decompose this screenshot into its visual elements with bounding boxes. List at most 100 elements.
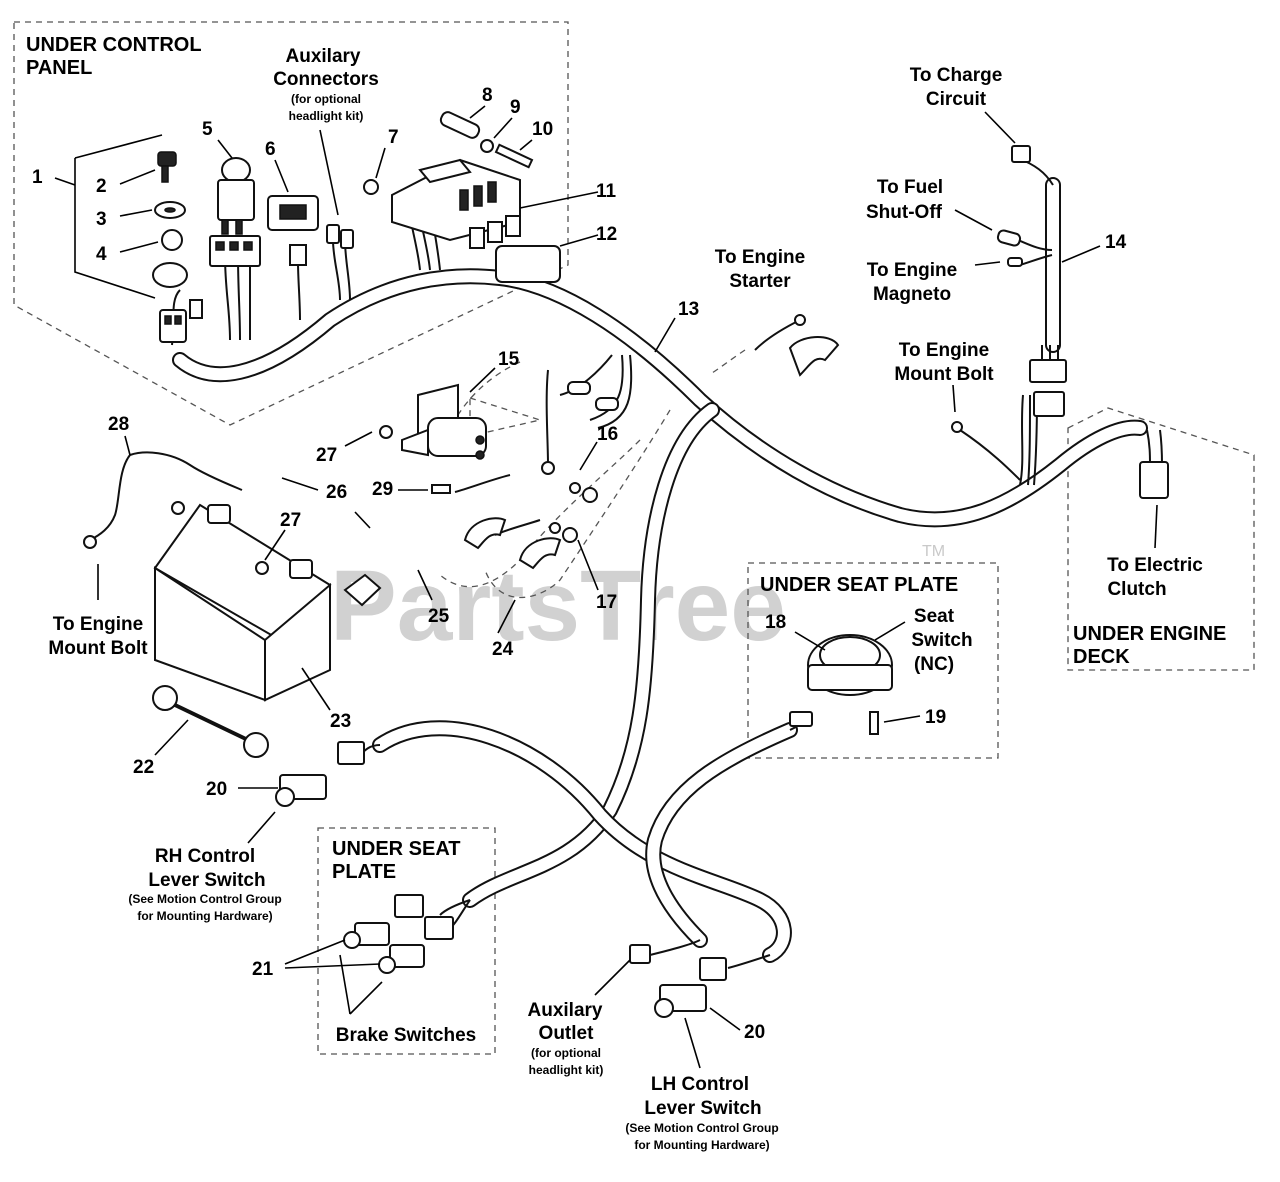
part-number-25: 25 [428, 606, 450, 627]
seat-switch-label-3: (NC) [914, 654, 954, 675]
ignition-connector [159, 309, 187, 343]
brake-switches-label: Brake Switches [336, 1025, 476, 1046]
part-number-4: 4 [96, 244, 107, 265]
part-number-12: 12 [596, 224, 617, 245]
engine-mount-bolt-right-label: To Engine [899, 340, 989, 361]
lockwasher-17 [549, 522, 561, 534]
part-number-20-lh: 20 [744, 1022, 765, 1043]
seat-switch-label: Seat [914, 606, 955, 627]
part-number-29: 29 [372, 479, 393, 500]
part-number-9: 9 [510, 97, 521, 118]
part-number-18: 18 [765, 612, 786, 633]
part-number-27-upper: 27 [316, 445, 337, 466]
part-number-5: 5 [202, 119, 213, 140]
washer-9 [480, 139, 494, 153]
aux-connectors-note-2: headlight kit) [289, 109, 364, 123]
rh-lever-label: RH Control [155, 846, 255, 867]
part-number-3: 3 [96, 209, 107, 230]
part-number-14: 14 [1105, 232, 1127, 253]
battery-cables [343, 381, 619, 607]
part-number-19: 19 [925, 707, 946, 728]
part-number-11: 11 [596, 181, 617, 202]
seat-switch-label-2: Switch [911, 630, 972, 651]
battery-hold-rod [152, 685, 269, 758]
boot-25 [343, 573, 382, 607]
battery [83, 501, 332, 702]
key-icon [157, 151, 177, 167]
part-number-17: 17 [596, 592, 617, 613]
charge-circuit-label-2: Circuit [926, 89, 987, 110]
seat-switch [789, 634, 893, 735]
part-number-10: 10 [532, 119, 553, 140]
bolt-29 [431, 484, 451, 494]
bushing-8 [439, 111, 481, 139]
starter-terminal [788, 314, 840, 377]
part-number-20-rh: 20 [206, 779, 227, 800]
screw-19 [869, 711, 879, 735]
part-number-16: 16 [597, 424, 618, 445]
seat-plate-right-label: UNDER SEAT PLATE [760, 574, 958, 596]
seat-plate-region-right [747, 562, 999, 759]
part-number-15: 15 [498, 349, 520, 370]
routing-dash-4 [711, 349, 746, 374]
lh-lever-label: LH Control [651, 1074, 749, 1095]
engine-starter-label: To Engine [715, 247, 805, 268]
fuse-11 [469, 227, 485, 249]
aux-outlet-note: (for optional [531, 1046, 601, 1060]
lh-lever-note-2: for Mounting Hardware) [634, 1138, 769, 1152]
engine-mount-bolt-right-label-2: Mount Bolt [894, 364, 994, 385]
control-panel-region [13, 21, 569, 426]
watermark-trademark: TM [922, 543, 945, 560]
pto-switch [209, 157, 261, 267]
electric-clutch-label-2: Clutch [1107, 579, 1166, 600]
callout-labels: Auxilary Connectors (for optional headli… [48, 46, 1203, 1152]
aux-connectors-label-2: Connectors [273, 69, 379, 90]
seat-plate-region-left [317, 827, 496, 1055]
screw-10 [494, 143, 534, 169]
charge-connector [951, 145, 1169, 499]
engine-deck-region [1067, 407, 1255, 671]
fuse-cover-12 [495, 245, 561, 283]
rh-lever-switch [275, 741, 365, 807]
routing-dash-1 [451, 361, 521, 426]
part-number-8: 8 [482, 85, 493, 106]
part-number-2: 2 [96, 176, 107, 197]
aux-connectors [326, 224, 354, 249]
nut-16 [582, 487, 598, 503]
rh-lever-note: (See Motion Control Group [128, 892, 281, 906]
routing-dash-5 [469, 397, 543, 437]
part-number-27-lower: 27 [280, 510, 301, 531]
switch-bezel [161, 229, 183, 251]
starter-solenoid [401, 383, 487, 460]
part-number-1: 1 [32, 167, 43, 188]
charge-circuit-label: To Charge [910, 65, 1003, 86]
aux-outlet-label-2: Outlet [539, 1023, 595, 1044]
main-harness [172, 177, 1148, 963]
engine-starter-label-2: Starter [729, 271, 791, 292]
aux-connectors-label: Auxilary [286, 46, 361, 67]
aux-outlet-note-2: headlight kit) [529, 1063, 604, 1077]
engine-mount-bolt-left-label-2: Mount Bolt [48, 638, 148, 659]
rh-lever-note-2: for Mounting Hardware) [137, 909, 272, 923]
lockwasher-16 [569, 482, 581, 494]
part-number-13: 13 [678, 299, 699, 320]
boot-24b [518, 537, 562, 570]
key-switch-assembly [152, 151, 203, 343]
nut-28 [171, 501, 185, 515]
lh-lever-switch [629, 944, 727, 1018]
part-number-26: 26 [326, 482, 347, 503]
aux-connectors-note: (for optional [291, 92, 361, 106]
brake-switches [343, 894, 454, 974]
lh-lever-label-2: Lever Switch [644, 1098, 761, 1119]
nut-7 [363, 179, 379, 195]
part-number-7: 7 [388, 127, 399, 148]
part-numbers: 1 2 3 4 5 6 7 8 9 10 11 12 13 14 15 16 1… [32, 85, 1127, 1043]
nut-27b [255, 561, 269, 575]
part-number-24: 24 [492, 639, 514, 660]
lh-lever-note: (See Motion Control Group [625, 1121, 778, 1135]
aux-outlet-connector [629, 944, 651, 964]
